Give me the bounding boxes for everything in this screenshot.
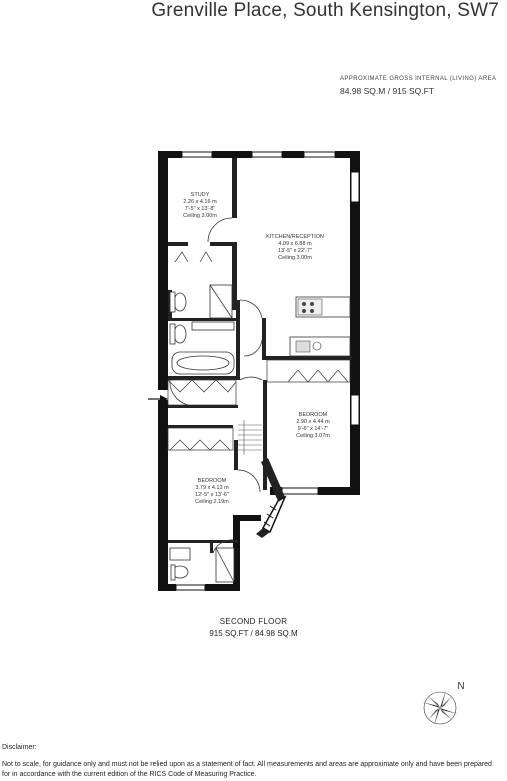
bathroom-fixtures: [169, 284, 235, 583]
wall-left: [158, 151, 168, 591]
entrance-arrow: [148, 395, 168, 403]
study-dims-m: 2.26 x 4.16 m: [183, 199, 217, 205]
disclaimer-label: Disclaimer:: [2, 744, 37, 751]
bedroom-2-ceiling: Ceiling 2.19m: [195, 499, 229, 505]
bedroom-1-name: BEDROOM: [299, 412, 328, 418]
study-name: STUDY: [191, 192, 210, 198]
disclaimer-text: Not to scale, for guidance only and must…: [2, 761, 492, 778]
stairs: [238, 420, 262, 455]
wall-right-upper: [350, 151, 360, 361]
compass-rose: N: [422, 681, 465, 726]
floor-area: 915 SQ.FT / 84.98 SQ.M: [209, 629, 298, 638]
floor-name: SECOND FLOOR: [219, 617, 288, 626]
kitchen-name: KITCHEN/RECEPTION: [266, 234, 324, 240]
bedroom-1-dims-ft: 9'-6" x 14'-7": [298, 426, 329, 432]
windows: [175, 151, 360, 591]
study-ceiling: Ceiling 3.00m: [183, 213, 217, 219]
room-label-kitchen: KITCHEN/RECEPTION 4.09 x 6.88 m 13'-5" x…: [266, 234, 324, 261]
wardrobes: [167, 251, 351, 451]
area-value: 84.98 SQ.M / 915 SQ.FT: [340, 86, 435, 96]
room-label-study: STUDY 2.26 x 4.16 m 7'-5" x 13'-8" Ceili…: [183, 192, 217, 219]
internal-walls: [168, 158, 352, 553]
bay-window: [256, 458, 287, 538]
bedroom-2-dims-ft: 12'-5" x 13'-6": [195, 492, 229, 498]
kitchen-dims-m: 4.09 x 6.88 m: [278, 241, 312, 247]
kitchen-dims-ft: 13'-5" x 22'-7": [278, 248, 312, 254]
kitchen-units: [289, 296, 351, 357]
bedroom-1-dims-m: 2.90 x 4.44 m: [296, 419, 330, 425]
kitchen-ceiling: Ceiling 3.00m: [278, 255, 312, 261]
study-dims-ft: 7'-5" x 13'-8": [185, 206, 216, 212]
area-label: APPROXIMATE GROSS INTERNAL (LIVING) AREA: [340, 76, 497, 82]
doors: [169, 217, 263, 554]
property-address: Grenville Place, South Kensington, SW7: [151, 0, 499, 21]
room-label-bedroom-1: BEDROOM 2.90 x 4.44 m 9'-6" x 14'-7" Cei…: [296, 412, 330, 439]
room-label-bedroom-2: BEDROOM 3.79 x 4.13 m 12'-5" x 13'-6" Ce…: [195, 478, 229, 505]
bedroom-1-ceiling: Ceiling 3.07m: [296, 433, 330, 439]
bedroom-2-dims-m: 3.79 x 4.13 m: [195, 485, 229, 491]
bedroom-2-name: BEDROOM: [198, 478, 227, 484]
compass-north-label: N: [457, 681, 464, 692]
